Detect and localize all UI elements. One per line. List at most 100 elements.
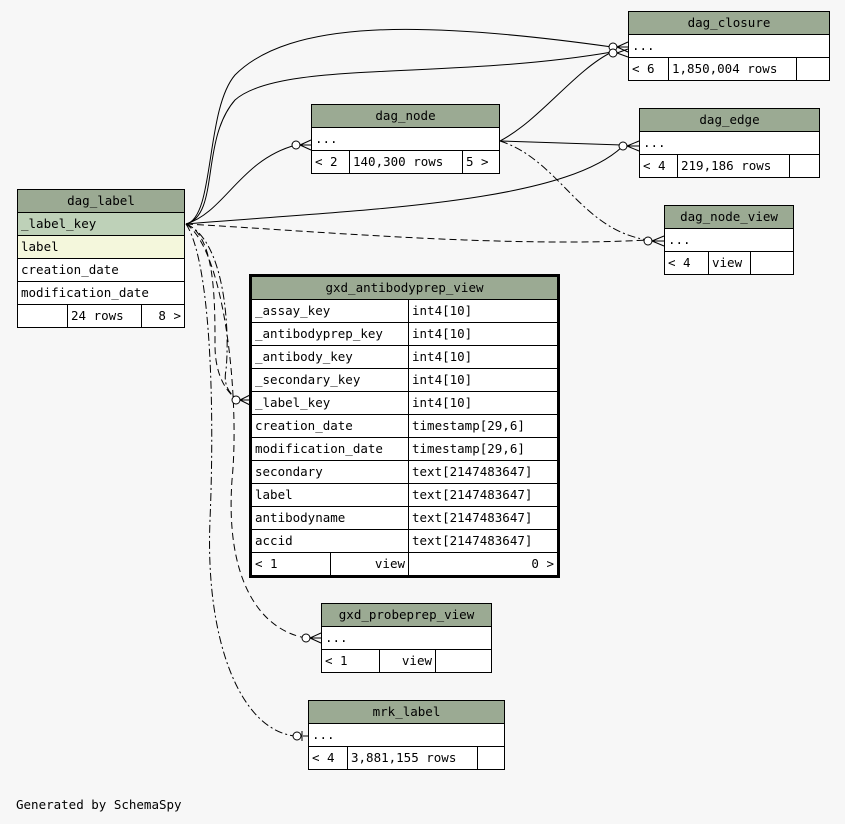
column-name: _secondary_key (252, 369, 409, 391)
children-count (478, 747, 504, 769)
children-count (436, 650, 491, 672)
children-count (751, 252, 793, 274)
column-type: int4[10] (412, 326, 473, 341)
link-dag-node-dag-closure (499, 51, 613, 142)
link-dag-label-dag-edge (185, 146, 623, 225)
column-creation-date[interactable]: creation_date (18, 259, 184, 282)
column-placeholder: ... (312, 128, 499, 151)
table-dag-label[interactable]: dag_label _label_key label creation_date… (17, 189, 185, 328)
table-header[interactable]: dag_label (18, 190, 184, 213)
row-count: 1,850,004 rows (669, 58, 797, 80)
table-footer: < 1 view 0 > (252, 553, 557, 575)
column-name: secondary (252, 461, 409, 483)
column-type: timestamp[29,6] (412, 418, 525, 433)
table-dag-closure[interactable]: dag_closure ... < 6 1,850,004 rows (628, 11, 830, 81)
table-footer: < 4 view (665, 252, 793, 274)
column-placeholder: ... (640, 132, 819, 155)
row-count: 219,186 rows (678, 155, 790, 177)
column-name: antibodyname (252, 507, 409, 529)
link-dag-label-mrk-label (185, 223, 296, 737)
parents-count (18, 305, 68, 327)
column-name: _assay_key (252, 300, 409, 322)
table-gxd-probeprep-view[interactable]: gxd_probeprep_view ... < 1 view (321, 603, 492, 673)
column-type: text[2147483647] (412, 533, 533, 548)
table-header[interactable]: dag_edge (640, 109, 819, 132)
column-name: modification_date (252, 438, 409, 460)
row-count: 140,300 rows (350, 151, 463, 173)
column-modification-date[interactable]: modification_date (18, 282, 184, 305)
column-type: int4[10] (412, 303, 473, 318)
parents-count[interactable]: < 2 (312, 151, 350, 173)
children-count[interactable]: 8 > (158, 308, 181, 323)
link-dag-label-dag-node-view (185, 223, 649, 243)
parents-count[interactable]: < 4 (640, 155, 678, 177)
column-placeholder: ... (629, 35, 829, 58)
parents-count[interactable]: < 6 (629, 58, 669, 80)
column-name: label (252, 484, 409, 506)
parents-count[interactable]: < 4 (665, 252, 709, 274)
table-header[interactable]: mrk_label (309, 701, 504, 724)
link-dag-label-dag-closure-2 (185, 51, 613, 225)
column-label[interactable]: label (18, 236, 184, 259)
table-footer: < 4 3,881,155 rows (309, 747, 504, 769)
parents-count[interactable]: < 4 (309, 747, 348, 769)
table-header[interactable]: dag_node_view (665, 206, 793, 229)
table-header[interactable]: gxd_probeprep_view (322, 604, 491, 627)
children-count (790, 155, 819, 177)
table-header[interactable]: dag_node (312, 105, 499, 128)
link-dag-label-dag-closure-1 (185, 28, 613, 225)
table-footer: < 1 view (322, 650, 491, 672)
column-type: text[2147483647] (412, 464, 533, 479)
column-type: int4[10] (412, 372, 473, 387)
link-dag-label-antibodyprep-1 (185, 223, 239, 401)
table-footer: < 4 219,186 rows (640, 155, 819, 177)
column-type: int4[10] (412, 349, 473, 364)
children-count (797, 58, 829, 80)
row-count: 24 rows (68, 305, 142, 327)
column-name: _antibody_key (252, 346, 409, 368)
column-type: text[2147483647] (412, 487, 533, 502)
generator-credit: Generated by SchemaSpy (16, 797, 182, 812)
link-dag-label-dag-node (185, 144, 297, 225)
row-count: 3,881,155 rows (348, 747, 478, 769)
parents-count[interactable]: < 1 (252, 553, 331, 575)
column-name: creation_date (252, 415, 409, 437)
table-dag-node-view[interactable]: dag_node_view ... < 4 view (664, 205, 794, 275)
link-dag-node-dag-edge (499, 140, 623, 146)
children-count[interactable]: 5 > (466, 154, 489, 169)
column-type: timestamp[29,6] (412, 441, 525, 456)
table-header[interactable]: gxd_antibodyprep_view (252, 277, 557, 300)
children-count[interactable]: 0 > (531, 556, 554, 571)
table-dag-edge[interactable]: dag_edge ... < 4 219,186 rows (639, 108, 820, 178)
link-dag-label-probeprep (185, 223, 307, 639)
column-placeholder: ... (309, 724, 504, 747)
table-header[interactable]: dag_closure (629, 12, 829, 35)
row-count: view (331, 553, 409, 575)
column-label-key[interactable]: _label_key (18, 213, 184, 236)
table-mrk-label[interactable]: mrk_label ... < 4 3,881,155 rows (308, 700, 505, 770)
link-dag-label-antibodyprep-2 (185, 223, 241, 401)
table-footer: 24 rows 8 > (18, 305, 184, 327)
link-dag-node-dag-node-view (499, 140, 649, 241)
column-placeholder: ... (665, 229, 793, 252)
parents-count[interactable]: < 1 (322, 650, 380, 672)
row-count: view (709, 252, 751, 274)
column-placeholder: ... (322, 627, 491, 650)
column-type: int4[10] (412, 395, 473, 410)
column-type: text[2147483647] (412, 510, 533, 525)
table-footer: < 6 1,850,004 rows (629, 58, 829, 80)
table-dag-node[interactable]: dag_node ... < 2 140,300 rows 5 > (311, 104, 500, 174)
